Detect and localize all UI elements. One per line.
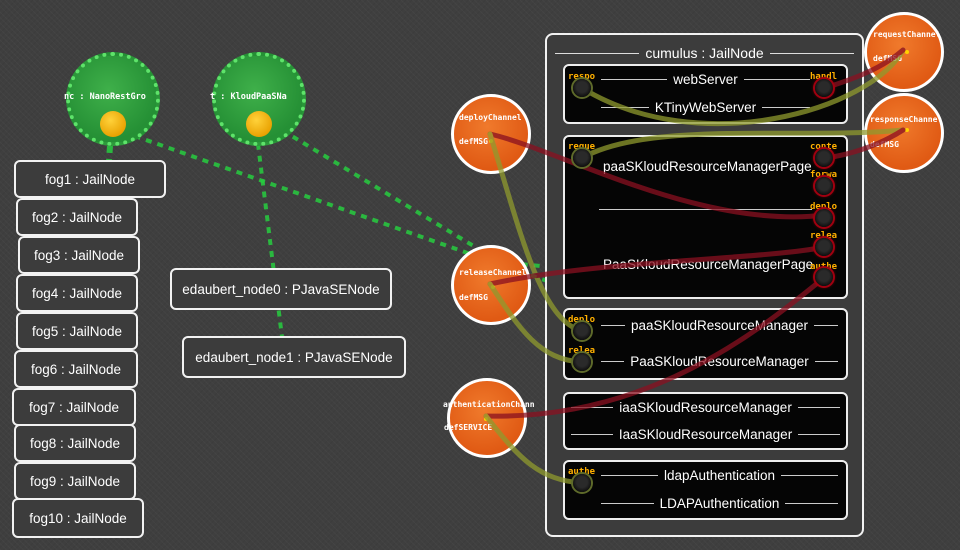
component-instance-line: paaSKloudResourceManager — [601, 318, 838, 333]
channel-name: requestChannel — [873, 30, 941, 39]
port-page-relea[interactable] — [815, 238, 833, 256]
nanorest-node-label: nc : NanoRestGro — [64, 92, 146, 102]
java-node-1[interactable]: edaubert_node1 : PJavaSENode — [182, 336, 406, 378]
channel-name: deployChannel — [459, 113, 522, 122]
component-resource-manager-page[interactable]: paaSKloudResourceManagerPage PaaSKloudRe… — [563, 135, 848, 299]
component-type-line: PaaSKloudResourceManager — [601, 354, 838, 369]
fog-node[interactable]: fog9 : JailNode — [14, 462, 136, 500]
kloudpaas-node-label: t : KloudPaaSNa — [210, 92, 287, 102]
port-webserver-handl[interactable] — [815, 79, 833, 97]
channel-deploy[interactable]: deployChannel defMSG — [451, 94, 531, 174]
channel-request[interactable]: requestChannel defMSG — [864, 12, 944, 92]
port-ldap-authe[interactable] — [573, 474, 591, 492]
port-page-conte[interactable] — [815, 149, 833, 167]
fog-node[interactable]: fog10 : JailNode — [12, 498, 144, 538]
component-instance-line: webServer — [601, 72, 810, 87]
component-type-line: PaaSKloudResourceManagerPage — [603, 257, 814, 272]
port-page-deplo[interactable] — [815, 209, 833, 227]
channel-name: responseChannel — [870, 115, 943, 124]
component-type-line: LDAPAuthentication — [601, 496, 839, 511]
port-page-reque[interactable] — [573, 149, 591, 167]
port-mgr-deplo[interactable] — [573, 322, 591, 340]
channel-name: authenticationChann — [443, 400, 535, 409]
port-label: relea — [810, 231, 838, 241]
port-page-forwa[interactable] — [815, 177, 833, 195]
component-instance-line: ldapAuthentication — [601, 468, 838, 483]
nanorest-node-port[interactable] — [100, 111, 126, 137]
cumulus-title: cumulus : JailNode — [555, 45, 854, 61]
cumulus-title-text: cumulus : JailNode — [645, 45, 764, 61]
channel-type: defSERVICE — [444, 423, 493, 432]
component-resource-manager[interactable]: paaSKloudResourceManager PaaSKloudResour… — [563, 308, 848, 380]
java-node-0[interactable]: edaubert_node0 : PJavaSENode — [170, 268, 392, 310]
component-instance-line: paaSKloudResourceManagerPage — [603, 159, 812, 174]
kloudpaas-node-port[interactable] — [246, 111, 272, 137]
component-instance-line: iaaSKloudResourceManager — [571, 400, 841, 415]
channel-name: releaseChannel — [459, 268, 527, 277]
channel-type: defMSG — [459, 293, 488, 302]
fog-node[interactable]: fog1 : JailNode — [14, 160, 166, 198]
fog-node[interactable]: fog6 : JailNode — [14, 350, 138, 388]
port-page-authe[interactable] — [815, 268, 833, 286]
fog-node[interactable]: fog8 : JailNode — [14, 424, 136, 462]
channel-type: defMSG — [459, 137, 488, 146]
fog-node[interactable]: fog4 : JailNode — [16, 274, 138, 312]
component-divider — [599, 209, 812, 210]
fog-node[interactable]: fog2 : JailNode — [16, 198, 138, 236]
channel-response[interactable]: responseChannel defMSG — [864, 93, 944, 173]
channel-type: defMSG — [870, 140, 899, 149]
port-webserver-respo[interactable] — [573, 79, 591, 97]
fog-node[interactable]: fog5 : JailNode — [16, 312, 138, 350]
fog-node[interactable]: fog7 : JailNode — [12, 388, 136, 426]
component-type-line: KTinyWebServer — [601, 100, 811, 115]
channel-type: defMSG — [873, 54, 902, 63]
channel-authentication[interactable]: authenticationChann defSERVICE — [443, 378, 535, 458]
component-webserver[interactable]: webServer KTinyWebServer — [563, 64, 848, 124]
link-kloud-node1 — [253, 119, 285, 346]
component-type-line: IaaSKloudResourceManager — [571, 427, 841, 442]
port-mgr-relea[interactable] — [573, 353, 591, 371]
kloudpaas-node[interactable]: t : KloudPaaSNa — [210, 52, 306, 146]
nanorest-node[interactable]: nc : NanoRestGro — [64, 52, 160, 146]
component-iaas-manager[interactable]: iaaSKloudResourceManager IaaSKloudResour… — [563, 392, 848, 450]
fog-node[interactable]: fog3 : JailNode — [18, 236, 140, 274]
component-ldap[interactable]: ldapAuthentication LDAPAuthentication — [563, 460, 848, 520]
channel-release[interactable]: releaseChannel defMSG — [451, 245, 531, 325]
